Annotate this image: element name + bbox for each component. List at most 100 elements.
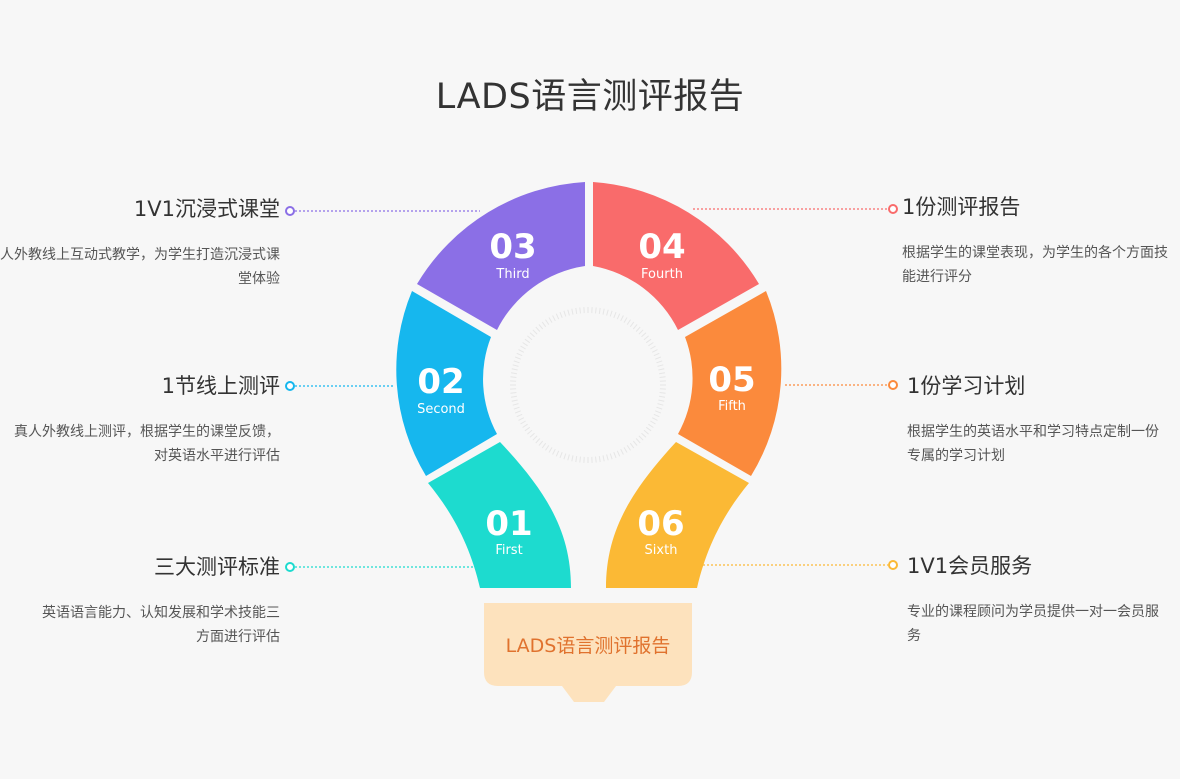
feature-item-study-plan: 1份学习计划 根据学生的英语水平和学习特点定制一份专属的学习计划 bbox=[907, 372, 1172, 468]
ring-tick bbox=[538, 324, 544, 330]
ring-tick bbox=[522, 423, 528, 428]
ring-tick bbox=[638, 435, 644, 441]
ring-tick bbox=[563, 310, 567, 317]
ring-tick bbox=[659, 372, 666, 375]
ring-tick bbox=[515, 356, 521, 360]
ring-tick bbox=[595, 307, 597, 314]
ring-tick bbox=[513, 360, 520, 364]
ring-tick bbox=[659, 395, 666, 398]
ring-tick bbox=[510, 376, 517, 378]
ring-tick bbox=[598, 456, 601, 463]
connector-dot-03 bbox=[285, 206, 295, 216]
feature-item-member-service: 1V1会员服务 专业的课程顾问为学员提供一对一会员服务 bbox=[907, 552, 1172, 648]
ring-tick bbox=[518, 417, 525, 421]
ring-tick bbox=[515, 410, 521, 414]
ring-tick bbox=[559, 312, 563, 318]
ring-tick bbox=[609, 453, 613, 460]
ring-tick bbox=[643, 429, 649, 435]
ring-tick bbox=[613, 452, 617, 458]
ring-tick bbox=[620, 315, 624, 322]
ring-tick bbox=[524, 426, 531, 432]
ring-tick bbox=[606, 309, 609, 316]
ring-tick bbox=[532, 435, 538, 441]
connector-dot-06 bbox=[888, 560, 898, 570]
segment-label-04: Fourth bbox=[641, 267, 683, 282]
feature-description: 真人外教线上测评，根据学生的课堂反馈，对英语水平进行评估 bbox=[14, 424, 280, 464]
segment-03 bbox=[417, 182, 585, 330]
feature-item-online-test: 1节线上测评 真人外教线上测评，根据学生的课堂反馈，对英语水平进行评估 bbox=[0, 372, 280, 468]
ring-tick bbox=[626, 445, 631, 451]
ring-tick bbox=[518, 349, 525, 353]
feature-title: 1份学习计划 bbox=[907, 374, 1026, 398]
ring-tick bbox=[623, 447, 628, 453]
ring-tick bbox=[651, 349, 658, 353]
ring-tick bbox=[555, 450, 560, 457]
ring-tick bbox=[641, 432, 647, 438]
ring-tick bbox=[541, 442, 547, 449]
segment-06 bbox=[606, 442, 749, 588]
ring-tick bbox=[620, 448, 624, 455]
segment-label-05: Fifth bbox=[718, 399, 746, 414]
ring-tick bbox=[555, 313, 560, 320]
ring-tick bbox=[524, 338, 531, 344]
segment-number-05: 05 bbox=[708, 360, 755, 400]
ring-tick bbox=[510, 392, 517, 394]
ring-tick bbox=[658, 368, 665, 371]
ring-tick bbox=[638, 329, 644, 335]
feature-item-1v1-classroom: 1V1沉浸式课堂 真人外教线上互动式教学，为学生打造沉浸式课堂体验 bbox=[0, 195, 280, 291]
ring-tick bbox=[512, 364, 519, 367]
ring-tick bbox=[516, 413, 523, 418]
segment-number-04: 04 bbox=[638, 227, 685, 267]
connector-dot-01 bbox=[285, 562, 295, 572]
feature-description: 根据学生的英语水平和学习特点定制一份专属的学习计划 bbox=[907, 424, 1159, 464]
ring-tick bbox=[629, 321, 635, 328]
feature-description: 根据学生的课堂表现，为学生的各个方面技能进行评分 bbox=[902, 245, 1168, 285]
ring-tick bbox=[602, 455, 605, 462]
ring-tick bbox=[645, 426, 652, 432]
ring-tick bbox=[513, 406, 520, 410]
feature-description: 英语语言能力、认知发展和学术技能三方面进行评估 bbox=[42, 605, 280, 645]
ring-tick bbox=[567, 309, 570, 316]
feature-title: 1份测评报告 bbox=[902, 195, 1021, 219]
ring-tick bbox=[510, 372, 517, 375]
ring-tick bbox=[579, 456, 581, 463]
ring-tick bbox=[645, 338, 652, 344]
segment-number-03: 03 bbox=[489, 227, 536, 267]
ring-tick bbox=[545, 319, 550, 325]
ring-tick bbox=[635, 438, 641, 444]
segment-label-03: Third bbox=[495, 267, 529, 282]
segment-number-02: 02 bbox=[417, 362, 464, 402]
ring-tick bbox=[653, 413, 660, 418]
segment-04 bbox=[593, 182, 759, 330]
ring-tick bbox=[545, 445, 550, 451]
ring-tick bbox=[632, 324, 638, 330]
ring-tick bbox=[510, 395, 517, 398]
ring-tick bbox=[571, 308, 574, 315]
ring-tick bbox=[616, 450, 621, 457]
ring-tick bbox=[541, 321, 547, 328]
segment-02 bbox=[396, 291, 497, 476]
ring-tick bbox=[651, 417, 658, 421]
ring-tick bbox=[626, 319, 631, 325]
ring-tick bbox=[567, 454, 570, 461]
ring-tick bbox=[648, 423, 654, 428]
ring-tick bbox=[579, 307, 581, 314]
feature-description: 专业的课程顾问为学员提供一对一会员服务 bbox=[907, 604, 1159, 644]
segment-05 bbox=[678, 291, 782, 476]
ring-tick bbox=[559, 452, 563, 458]
segment-number-01: 01 bbox=[485, 504, 532, 544]
ring-tick bbox=[616, 313, 621, 320]
connectors bbox=[295, 208, 888, 568]
inner-tick-ring bbox=[510, 307, 666, 463]
ring-tick bbox=[641, 332, 647, 338]
ring-tick bbox=[527, 429, 533, 435]
ring-tick bbox=[623, 317, 628, 323]
feature-description: 真人外教线上互动式教学，为学生打造沉浸式课堂体验 bbox=[0, 247, 280, 287]
ring-tick bbox=[529, 432, 535, 438]
ring-tick bbox=[563, 453, 567, 460]
ring-tick bbox=[575, 456, 578, 463]
ring-tick bbox=[532, 329, 538, 335]
feature-title: 1V1会员服务 bbox=[907, 554, 1033, 578]
ring-tick bbox=[522, 342, 528, 347]
connector-dot-02 bbox=[285, 381, 295, 391]
